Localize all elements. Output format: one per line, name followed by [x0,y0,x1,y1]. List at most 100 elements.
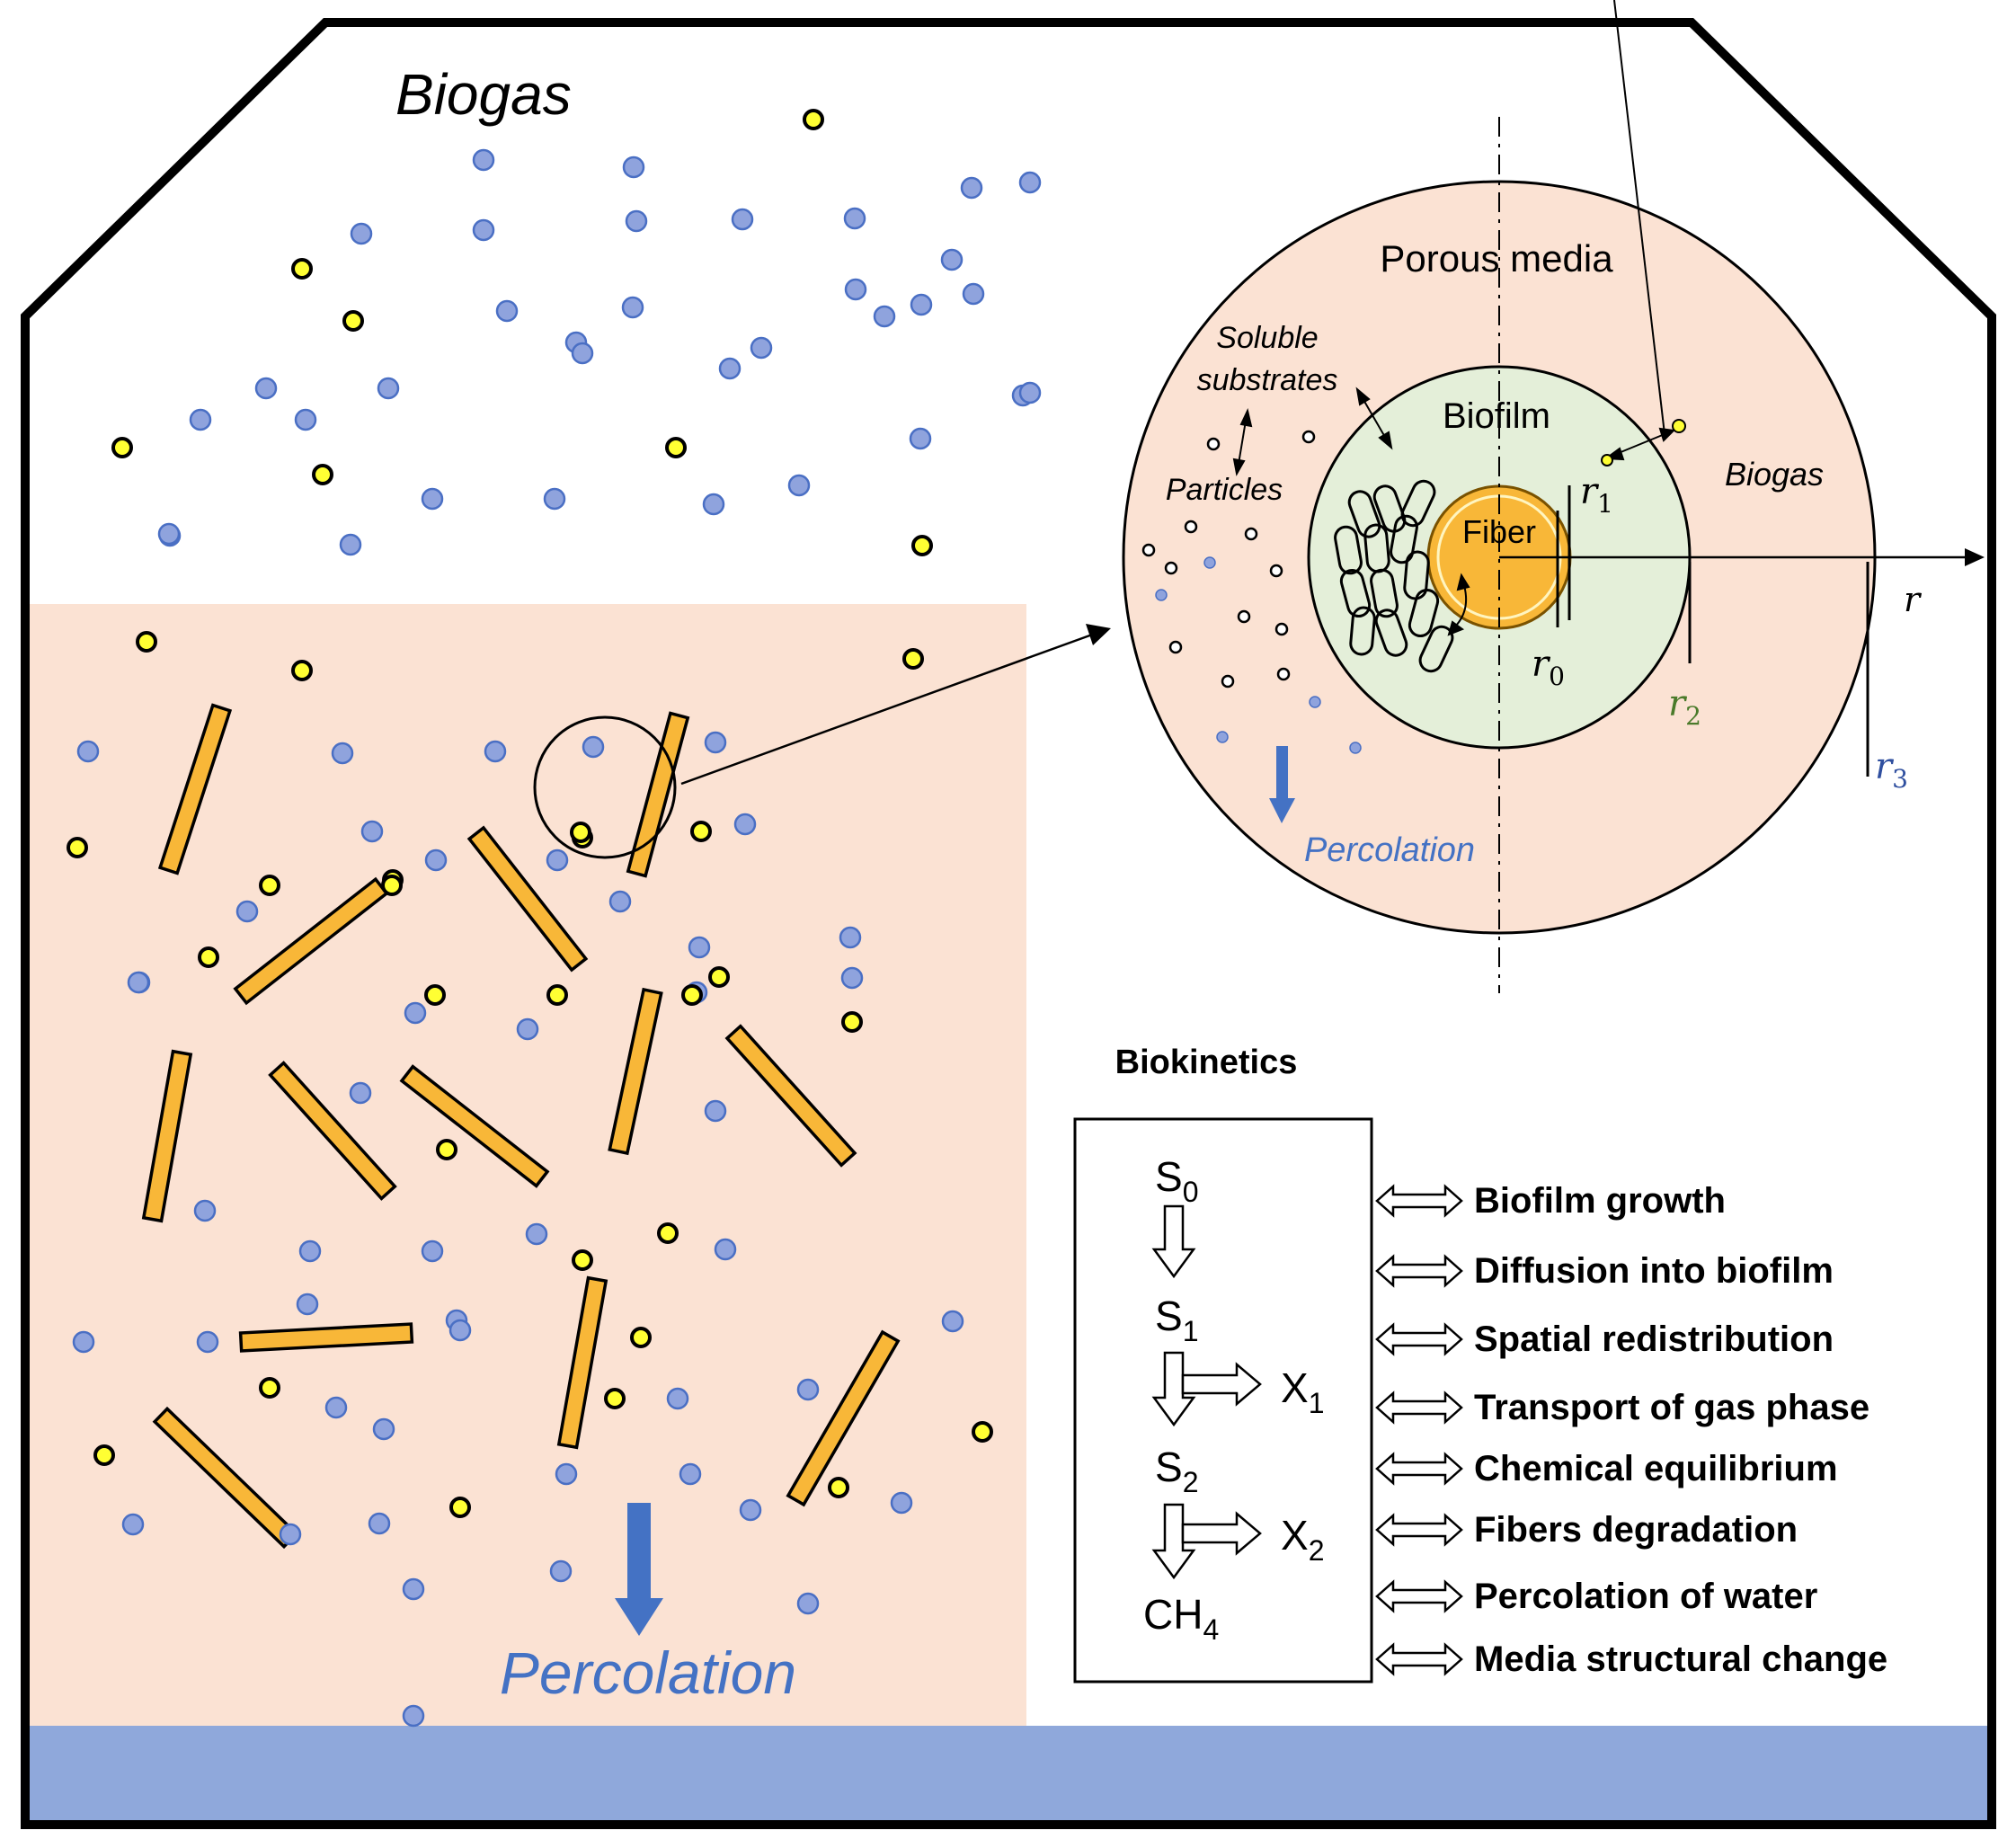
liquid-drop [704,731,727,754]
fiber [466,825,589,973]
solid-particle [1164,561,1178,575]
fiber [786,1329,901,1507]
liquid-drop [424,848,448,872]
solid-particle [1221,674,1235,689]
zoom-circle [533,715,677,859]
species-s2: S2 [1155,1444,1198,1498]
bacterium [1334,525,1363,575]
r-axis-label: r [1904,580,1923,619]
liquid-drop [127,971,150,994]
arrow-s2-ch4 [1151,1503,1196,1580]
liquid-drop [1018,381,1042,404]
liquid-drop [402,1577,425,1601]
gas-bubble [291,258,313,280]
solid-particle [1276,667,1291,681]
fiber [556,1275,608,1450]
liquid-drop [1203,556,1216,569]
liquid-drop [121,1513,145,1536]
liquid-drop [843,207,866,230]
liquid-drop [472,148,495,172]
liquid-drop [625,209,648,233]
fiber [626,711,690,878]
liquid-drop [1018,171,1042,194]
bacteria-cluster [1334,479,1454,673]
zoom-arrowhead [1086,624,1111,645]
percolation-label-main: Percolation [500,1639,796,1706]
bacterium [1418,625,1454,673]
gas-bubble [93,1444,115,1466]
liquid-drop [404,1001,427,1025]
liquid-drop [622,155,645,179]
gas-bubble [972,1421,993,1443]
liquid-drop [890,1491,913,1515]
liquid-drop [421,487,444,511]
liquid-drop [350,222,373,245]
gas-bubble [572,1249,593,1271]
inset-particles [1141,430,1362,754]
gas-bubble [665,437,687,458]
fiber-group [141,703,901,1550]
liquid-drop [679,1462,702,1486]
bacterium [1370,568,1399,618]
double-arrow-icon [1375,1390,1463,1425]
double-arrow-icon [1375,1254,1463,1288]
gas-bubble [67,837,88,858]
solid-particle [1206,437,1221,451]
liquid-drop [718,357,742,380]
liquid-drop [702,493,725,516]
liquid-drop [839,926,862,949]
gas-bubble [424,984,446,1006]
liquid-drop [421,1239,444,1263]
particles-label: Particles [1166,473,1283,507]
liquid-drop [608,890,632,913]
liquid-drop [940,248,964,271]
solid-particle [1141,543,1156,557]
process-label: Diffusion into biofilm [1474,1251,1834,1291]
fiber [608,987,663,1156]
bacterium [1403,550,1430,600]
arrow-s2-x2 [1181,1511,1262,1556]
solid-particle [1168,640,1183,654]
fiber [268,1061,397,1201]
liquid-drop [666,1387,689,1410]
fiber [238,1322,414,1353]
inset-detail: Porous media Soluble substrates Particle… [1122,0,1985,993]
liquid-drop [296,1293,319,1316]
liquid-drop [495,299,519,323]
reaction-arrows [1151,1204,1262,1580]
double-arrow-icon [1375,1184,1463,1218]
liquid-drop [844,278,867,301]
gas-bubble [841,1011,863,1033]
liquid-drop [157,522,181,546]
process-label: Fibers degradation [1474,1510,1798,1550]
solid-particle [1237,609,1251,624]
liquid-drop [525,1222,548,1246]
percolation-arrow-inset [1269,746,1295,823]
liquid-drop [796,1592,820,1615]
liquid-drop [714,1238,737,1261]
liquid-drop [516,1017,539,1041]
r3-label: r3 [1875,746,1908,794]
liquid-drop [298,1239,322,1263]
species-ch4: CH4 [1143,1591,1219,1646]
liquid-drop [254,377,278,400]
liquid-drop [448,1319,472,1342]
bacterium [1372,484,1407,533]
species-x2: X2 [1281,1512,1324,1567]
process-label: Spatial redistribution [1474,1319,1834,1359]
liquid-drop [731,208,754,231]
species-s0: S0 [1155,1153,1198,1208]
biogas-bubble-small [1601,454,1613,466]
liquid-drop [688,936,711,959]
bacterium [1349,606,1376,656]
gas-bubble [546,984,568,1006]
liquid-drop [377,377,400,400]
bacterium [1408,588,1440,638]
arrow-s1-x1 [1181,1362,1262,1407]
gas-bubble [291,660,313,681]
species-x1: X1 [1281,1364,1324,1419]
particle-group [67,109,1042,1728]
gas-bubble [342,310,364,332]
